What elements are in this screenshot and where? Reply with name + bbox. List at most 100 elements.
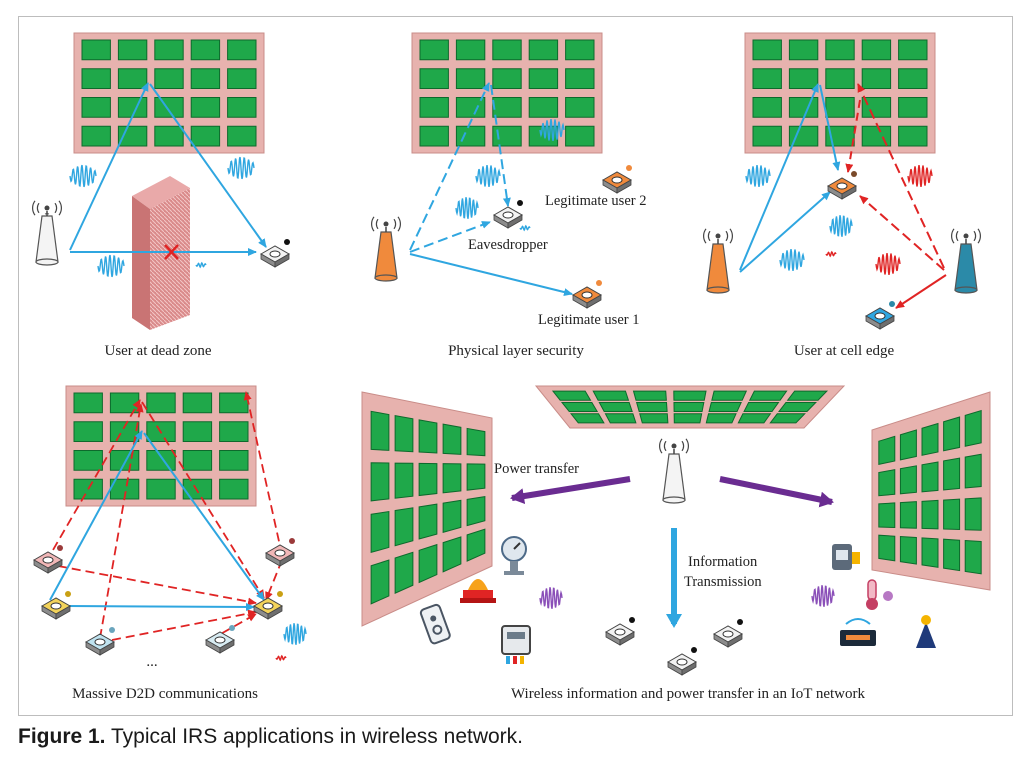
- user-device-icon: [864, 301, 896, 330]
- irs-element: [964, 453, 982, 489]
- link-irs-to-user: [149, 83, 267, 248]
- irs-element: [455, 68, 486, 89]
- user-device-icon: [604, 617, 636, 646]
- irs-element: [418, 503, 438, 540]
- caption-dead-zone: User at dead zone: [104, 343, 211, 359]
- irs-element: [190, 97, 221, 118]
- irs-element: [861, 39, 892, 61]
- irs-applications-figure: User at dead zone Legitimate user 2 Eave…: [32, 32, 991, 702]
- base-station-icon: [951, 228, 981, 294]
- link-d2d-to-irs: [49, 430, 143, 601]
- user-device-icon: [252, 591, 284, 620]
- irs-element: [899, 536, 917, 565]
- user-device-icon: [666, 647, 698, 676]
- irs-element: [418, 543, 438, 584]
- signal-wave-icon: [825, 250, 837, 258]
- irs-element: [825, 125, 855, 147]
- label-legitimate-user-2: Legitimate user 2: [545, 193, 646, 209]
- irs-element: [219, 478, 249, 500]
- panel-dead-zone: User at dead zone: [32, 32, 291, 359]
- irs-element: [788, 39, 819, 61]
- irs-element: [394, 414, 414, 453]
- irs-element: [492, 125, 522, 147]
- irs-element: [565, 125, 595, 147]
- panel-cell-edge: User at cell edge: [703, 32, 981, 359]
- irs-element: [964, 409, 982, 447]
- signal-wave-icon: [475, 164, 501, 188]
- smart-lamp-icon: [916, 615, 936, 648]
- irs-element: [442, 499, 462, 533]
- irs-element: [227, 39, 257, 61]
- irs-element: [748, 390, 788, 401]
- irs-element: [788, 68, 819, 89]
- link-bs-to-user-1: [409, 253, 573, 296]
- irs-element: [560, 401, 599, 413]
- irs-element: [154, 125, 184, 147]
- irs-element: [705, 413, 737, 424]
- irs-element: [752, 97, 782, 118]
- irs-element: [898, 97, 928, 118]
- caption-cell-edge: User at cell edge: [794, 343, 895, 359]
- irs-element: [455, 39, 486, 61]
- signal-wave-icon: [829, 215, 853, 237]
- irs-element: [673, 390, 707, 401]
- irs-element: [219, 450, 249, 471]
- irs-element: [466, 528, 486, 562]
- figure-caption: Figure 1. Typical IRS applications in wi…: [18, 725, 523, 749]
- irs-element: [825, 97, 855, 118]
- irs-element: [878, 502, 896, 529]
- irs-element: [227, 68, 257, 89]
- irs-element: [899, 501, 917, 529]
- irs-element: [878, 534, 896, 562]
- irs-element: [419, 97, 449, 118]
- irs-element: [878, 469, 896, 497]
- label-legitimate-user-1: Legitimate user 1: [538, 312, 639, 328]
- irs-element: [394, 462, 414, 499]
- irs-element: [419, 68, 449, 89]
- irs-element: [964, 497, 982, 531]
- irs-element: [492, 68, 522, 89]
- irs-element: [565, 68, 595, 89]
- user-device-icon: [712, 619, 744, 648]
- irs-element: [921, 499, 939, 530]
- link-irs-to-user: [819, 84, 841, 171]
- irs-surface: [744, 32, 936, 154]
- irs-element: [182, 450, 213, 471]
- label-information: Information: [688, 554, 758, 570]
- right-wall-irs: [871, 391, 991, 591]
- irs-element: [569, 413, 605, 424]
- irs-element: [190, 68, 221, 89]
- user-device-icon: [40, 591, 72, 620]
- irs-element: [492, 97, 522, 118]
- remote-controller-icon: [419, 603, 451, 645]
- irs-element: [786, 390, 829, 401]
- irs-element: [598, 401, 633, 413]
- irs-element: [752, 68, 782, 89]
- figure-caption-text: Typical IRS applications in wireless net…: [111, 725, 524, 748]
- link-bs1-to-irs: [739, 83, 819, 271]
- irs-element: [604, 413, 637, 424]
- irs-element: [711, 390, 748, 401]
- label-transmission: Transmission: [684, 574, 762, 590]
- irs-element: [394, 551, 414, 594]
- irs-element: [117, 68, 148, 89]
- signal-wave-icon: [69, 164, 97, 188]
- irs-element: [182, 421, 213, 442]
- pressure-gauge-icon: [501, 536, 527, 575]
- irs-element: [442, 423, 462, 455]
- irs-element: [635, 401, 668, 413]
- panel-massive-d2d: ... Massive D2D communications: [32, 385, 307, 702]
- base-station-icon: [703, 228, 733, 294]
- irs-element: [227, 97, 257, 118]
- signal-wave-icon: [283, 623, 307, 645]
- irs-element: [146, 450, 176, 471]
- signal-wave-icon: [455, 197, 479, 219]
- irs-element: [825, 68, 855, 89]
- ellipsis: ...: [146, 654, 157, 670]
- irs-element: [565, 39, 595, 61]
- link-bs-to-irs: [409, 82, 490, 251]
- irs-element: [899, 465, 917, 495]
- ceiling-irs: [534, 385, 846, 429]
- irs-element: [565, 97, 595, 118]
- irs-element: [788, 97, 819, 118]
